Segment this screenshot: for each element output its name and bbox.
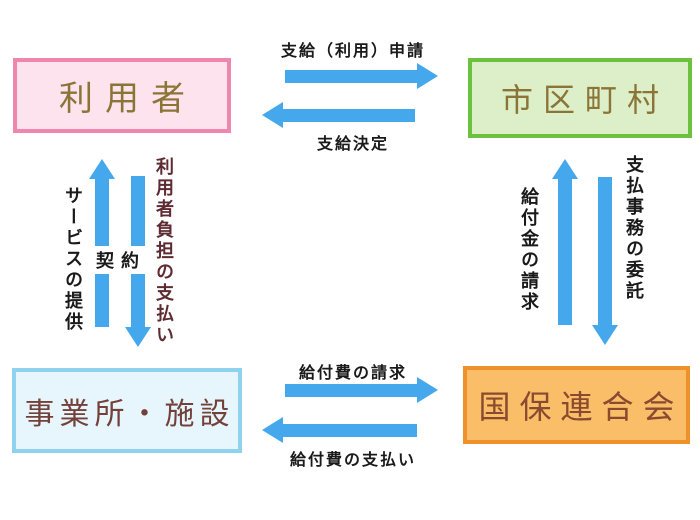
arrow-user-payment-head xyxy=(125,327,151,347)
box-user-label: 利用者 xyxy=(59,80,197,118)
arrow-delegation-shaft xyxy=(598,177,612,325)
label-benefit-cost-claim: 給付費の請求 xyxy=(298,365,407,382)
arrow-apply-shaft xyxy=(285,70,417,83)
arrow-decision-head xyxy=(262,102,283,128)
box-facility: 事業所・施設 xyxy=(12,368,242,453)
label-service: サービスの提供 xyxy=(63,186,83,333)
label-contract: 契約 xyxy=(93,246,149,274)
arrow-service-head xyxy=(89,159,115,179)
arrow-apply-head xyxy=(417,63,438,89)
arrow-cost-payment-shaft xyxy=(283,424,417,437)
box-municipality: 市区町村 xyxy=(468,58,692,138)
box-user: 利用者 xyxy=(13,58,231,133)
arrow-benefit-claim-shaft xyxy=(558,179,572,325)
arrow-benefit-claim-head xyxy=(552,159,578,179)
arrow-decision-shaft xyxy=(283,109,415,122)
arrow-cost-claim-head xyxy=(417,377,438,403)
label-benefit-claim: 給付金の請求 xyxy=(519,187,539,313)
arrow-delegation-head xyxy=(592,325,618,345)
label-benefit-cost-payment: 給付費の支払い xyxy=(289,452,416,469)
box-facility-label: 事業所・施設 xyxy=(24,397,235,431)
label-decision: 支給決定 xyxy=(316,136,389,153)
arrow-cost-claim-shaft xyxy=(285,384,417,397)
label-apply: 支給（利用）申請 xyxy=(280,43,425,60)
arrow-cost-payment-head xyxy=(262,417,283,443)
label-user-payment: 利用者負担の支払い xyxy=(154,157,174,346)
box-federation: 国保連合会 xyxy=(463,366,690,444)
box-municipality-label: 市区町村 xyxy=(500,82,669,118)
box-federation-label: 国保連合会 xyxy=(478,389,684,425)
label-payment-delegation: 支払事務の委託 xyxy=(624,155,644,302)
